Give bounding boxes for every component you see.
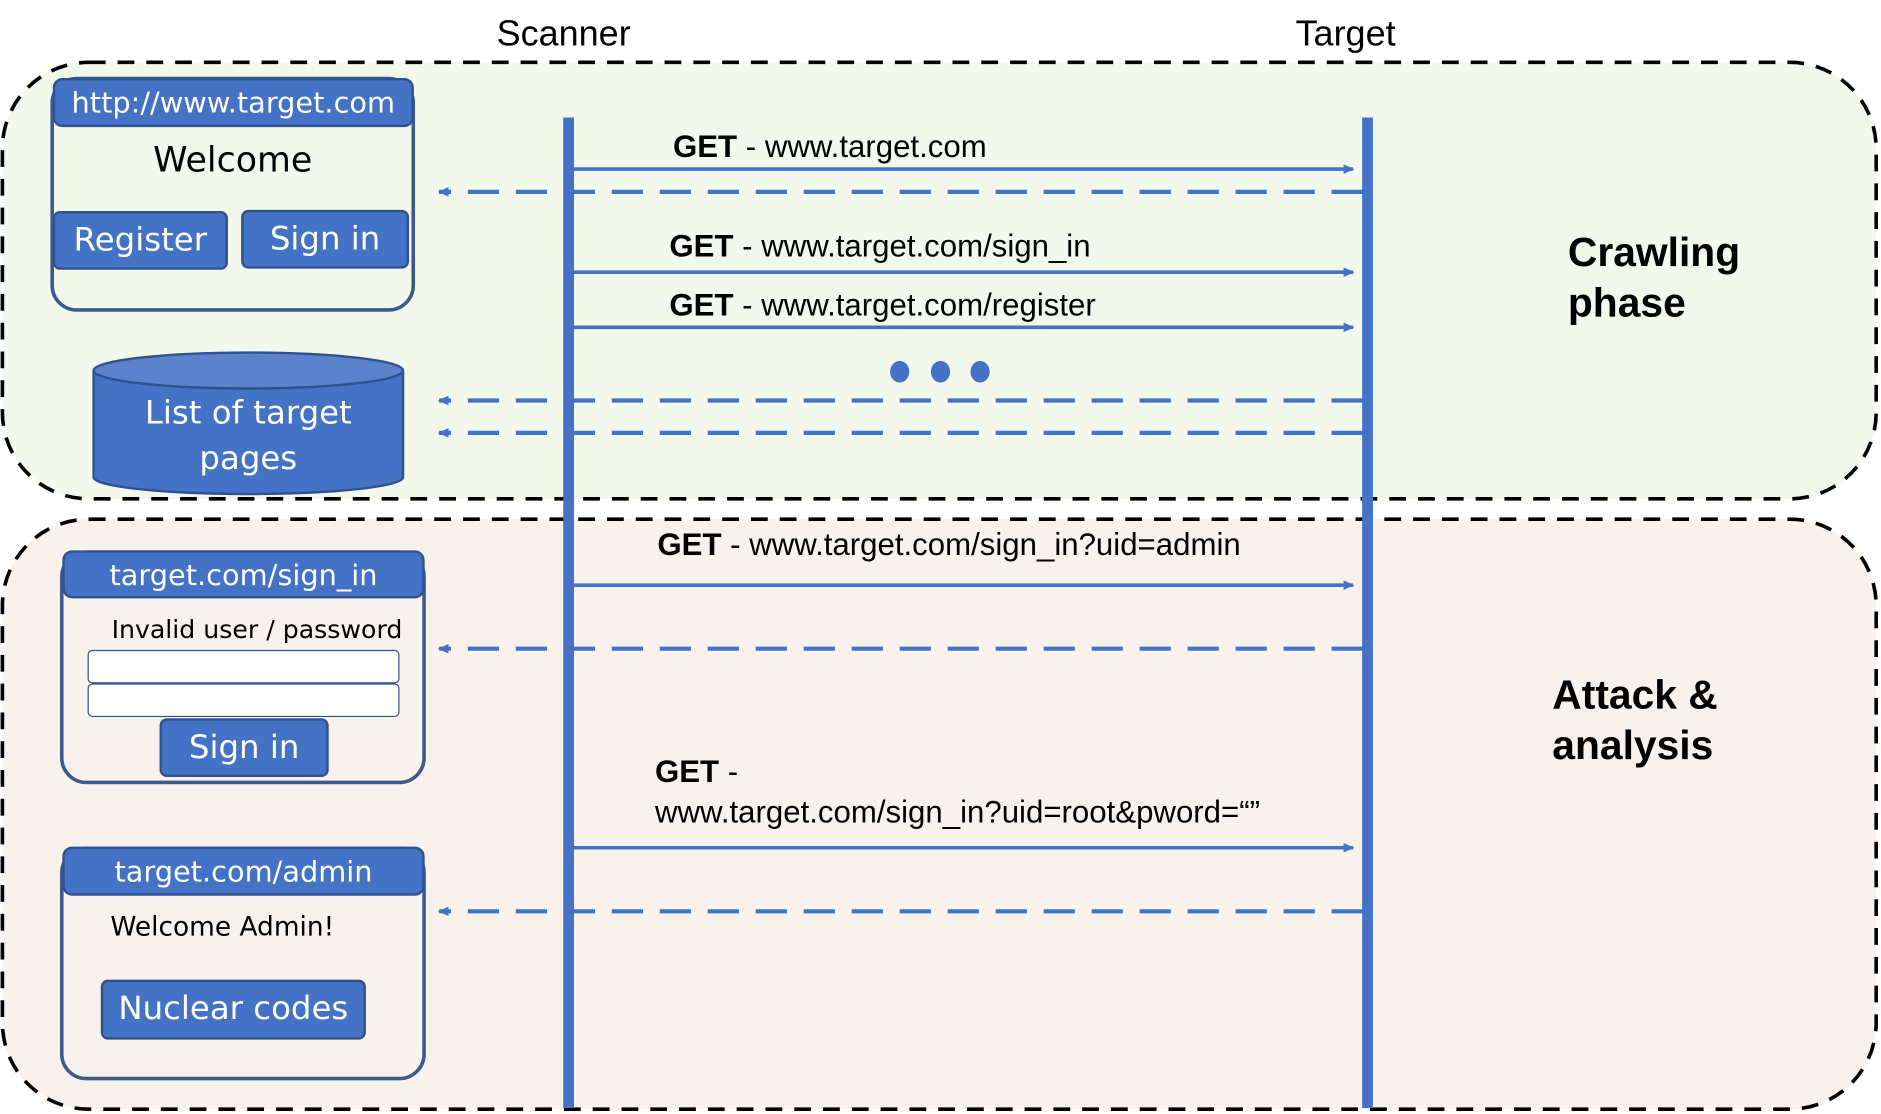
database-label-line1: List of target [144,394,352,432]
database-label: List of target pages [94,391,403,482]
ellipsis-dot [970,360,990,383]
password-field[interactable] [87,683,400,718]
http-method: GET [657,526,722,563]
attack-phase-label-line1: Attack & [1552,672,1718,719]
crawling-phase-label-line1: Crawling [1567,230,1741,276]
request-label-1: GET - www.target.com [673,128,987,165]
username-field[interactable] [87,649,400,684]
request-label-5-line1: GET - [655,751,1327,792]
database-top [92,351,405,390]
request-url: www.target.com/register [761,286,1096,323]
attack-phase-label-line2: analysis [1552,723,1714,769]
separator: - [733,227,762,264]
separator: - [721,526,750,563]
ellipsis-dot [930,360,951,383]
request-label-5: GET - www.target.com/sign_in?uid=root&pw… [655,751,1327,833]
crawling-phase-label: Crawling phase [1568,228,1740,329]
separator: - [737,128,765,165]
sign-in-error-message: Invalid user / password [111,615,403,644]
request-url: www.target.com [764,128,987,165]
http-method: GET [654,753,720,790]
database-body [92,370,405,496]
ellipsis-dot [890,360,910,383]
scanner-lane-label: Scanner [496,14,631,54]
request-url: www.target.com/sign_in?uid=root&pword=“” [654,793,1261,830]
admin-page-url-bar: target.com/admin [62,846,425,896]
http-method: GET [672,128,738,165]
request-url: www.target.com/sign_in?uid=admin [749,526,1241,563]
nuclear-codes-button[interactable]: Nuclear codes [100,979,366,1040]
ellipsis-dots [890,360,990,383]
home-sign-in-button[interactable]: Sign in [241,209,410,269]
request-label-2: GET - www.target.com/sign_in [669,228,1090,265]
home-page-url-bar: http://www.target.com [52,77,414,128]
admin-welcome-message: Welcome Admin! [110,912,335,943]
crawling-phase-region [0,60,1878,501]
separator: - [733,286,762,323]
attack-phase-region [0,517,1878,1111]
sign-in-page-sign-in-button[interactable]: Sign in [159,718,329,778]
sign-in-page-url-bar: target.com/sign_in [62,550,425,599]
attack-phase-label: Attack & analysis [1552,670,1717,771]
http-method: GET [669,227,734,264]
request-label-4: GET - www.target.com/sign_in?uid=admin [657,526,1240,563]
request-url: www.target.com/sign_in [761,227,1091,264]
target-pages-database [92,351,405,496]
request-label-3: GET - www.target.com/register [669,287,1095,324]
separator: - [719,753,739,790]
database-label-line2: pages [199,440,298,478]
target-lane-label: Target [1295,14,1396,54]
home-page-heading: Welcome [153,139,313,180]
http-method: GET [669,286,734,323]
crawling-phase-label-line2: phase [1567,280,1686,327]
register-button[interactable]: Register [52,211,228,270]
